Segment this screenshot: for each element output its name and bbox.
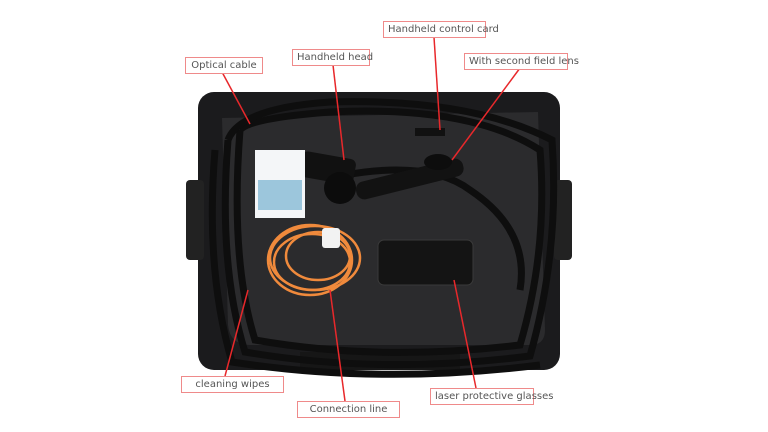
- label-handheld-control-card: Handheld control card: [383, 21, 499, 38]
- control-card-slot: [415, 128, 445, 136]
- label-connection-line: Connection line: [297, 401, 400, 418]
- protective-glasses-bag: [377, 239, 474, 286]
- leader-lines: [221, 36, 521, 402]
- cleaning-wipes-box: [255, 150, 305, 218]
- plug: [322, 228, 340, 248]
- label-cleaning-wipes: cleaning wipes: [181, 376, 284, 393]
- field-lens: [424, 154, 452, 170]
- label-second-field-lens: With second field lens: [464, 53, 579, 70]
- connection-line-coil: [266, 223, 362, 297]
- label-handheld-head: Handheld head: [292, 49, 373, 66]
- foam-insert: [222, 112, 545, 345]
- label-laser-glasses: laser protective glasses: [430, 388, 553, 405]
- label-optical-cable: Optical cable: [185, 57, 263, 74]
